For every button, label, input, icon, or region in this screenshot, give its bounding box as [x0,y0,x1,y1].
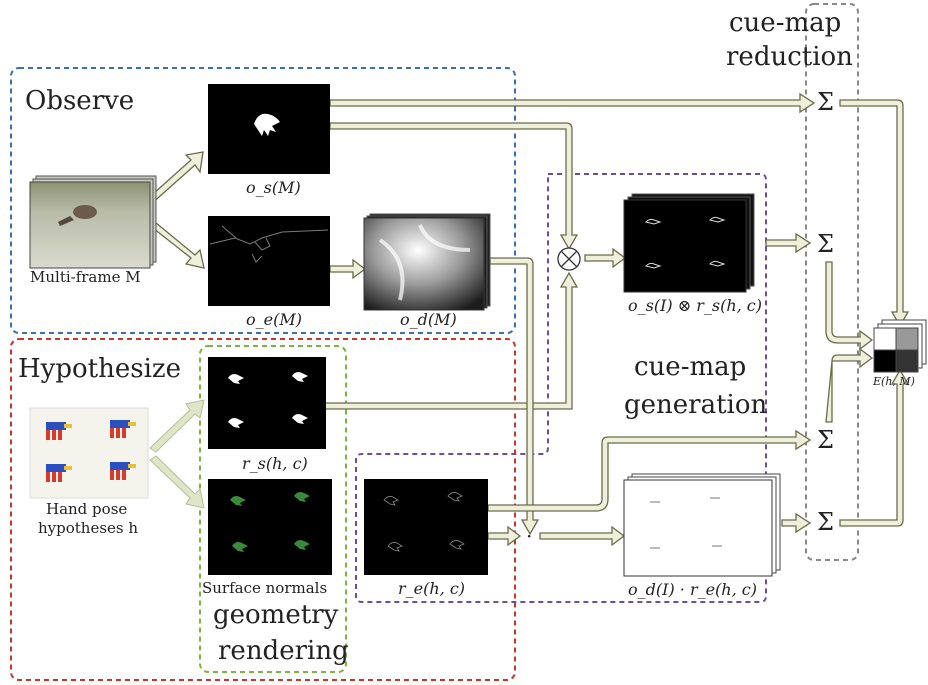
oe-label: o_e(M) [246,310,302,329]
generation-title-line2: generation [624,390,768,420]
hypothesize-group-box [10,338,516,681]
os-rs-label: o_s(I) ⊗ r_s(h, c) [628,296,763,315]
arrow-os-to-sigma [329,92,816,114]
hypothesis-arrows [149,399,205,509]
generation-group-box [355,173,767,603]
re-label: r_e(h, c) [398,579,466,598]
arrow-cdot-to-odre [539,525,626,547]
arrow-re-to-cdot [487,525,522,547]
arrow-rs-to-otimes [315,271,579,410]
arrow-oe-to-od [329,258,367,280]
arrow-sigma2-to-energy [825,261,874,351]
geometry-title-line1: geometry [213,600,339,630]
reduction-group-box [805,3,859,561]
arrow-od-to-cdot [489,257,540,536]
arrow-odre-to-sigma [781,512,812,534]
arrow-hyp-to-rs [149,399,205,453]
arrow-os-to-otimes [329,122,579,251]
surface-normals-label: Surface normals [202,579,328,597]
hand-pose-hypotheses [29,407,149,499]
arrow-osrs-to-sigma [765,232,812,254]
re-map [364,479,488,575]
observe-title: Observe [25,86,135,116]
os-rs-map [623,193,755,293]
rs-map [208,357,326,449]
od-label: o_d(M) [400,310,457,329]
generation-title-line1: cue-map [634,352,747,382]
energy-label: E(h, M) [873,375,915,388]
multi-frame-photo [29,175,157,269]
arrow-otimes-to-osrs [584,247,627,269]
arrow-photo-to-oe [142,217,205,269]
os-label: o_s(M) [246,178,301,197]
sum-operator-4: Σ [817,508,834,536]
od-re-label: o_d(I) · r_e(h, c) [628,580,757,599]
arrow-sigma3-to-energy [825,347,874,423]
multi-frame-label: Multi-frame M [30,268,141,286]
od-map [363,213,491,311]
sum-operator-3: Σ [817,426,834,454]
cdot-operator: · [526,524,533,548]
geometry-group-box [199,345,347,673]
observe-group-box [10,67,516,334]
arrow-hyp-to-normals [149,455,205,509]
hypothesize-title: Hypothesize [18,354,181,384]
os-map [208,84,330,174]
hand-pose-label-line2: hypotheses h [38,519,139,537]
sum-operator-2: Σ [817,230,834,258]
oe-map [208,216,330,306]
reduction-title-line1: cue-map [729,8,842,38]
hand-pose-label-line1: Hand pose [46,500,128,518]
energy-map [873,319,927,373]
geometry-title-line2: rendering [218,636,349,666]
otimes-operator [557,247,581,271]
arrow-re-to-sigma [487,429,812,512]
arrow-sigma1-to-energy [839,99,910,328]
reduction-title-line2: reduction [726,42,853,72]
surface-normals-map [208,479,332,575]
arrow-sigma4-to-energy [839,368,910,527]
rs-label: r_s(h, c) [242,454,308,473]
sum-operator-1: Σ [817,88,834,116]
flow-arrows [142,92,910,547]
od-re-map [623,473,781,577]
